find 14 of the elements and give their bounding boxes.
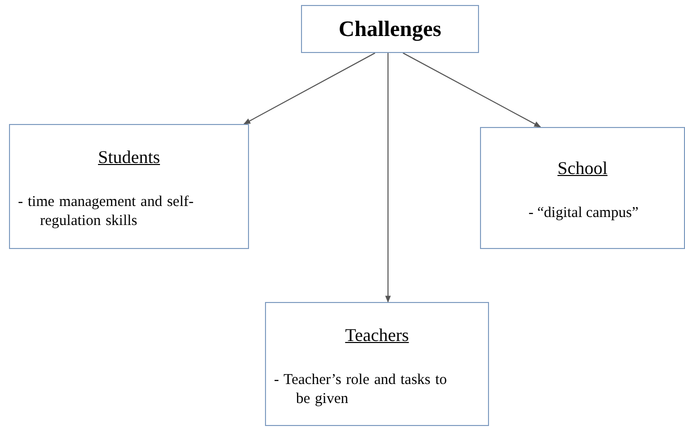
arrow (243, 52, 376, 124)
box-heading: School (556, 158, 608, 179)
box-heading: Teachers (344, 325, 410, 346)
text-box (301, 5, 479, 53)
diagram-heading: Challenges (338, 16, 442, 42)
arrow (402, 52, 542, 128)
text-box (265, 302, 489, 426)
bullet-text: - “digital campus” (528, 204, 640, 223)
text-box (480, 127, 685, 249)
box-heading: Students (96, 147, 161, 168)
text-box (9, 124, 249, 249)
bullet-text: - time management and self-regulation skills (18, 193, 195, 231)
arrow (385, 52, 391, 303)
bullet-text: - Teacher’s role and tasks to be given (274, 371, 448, 409)
